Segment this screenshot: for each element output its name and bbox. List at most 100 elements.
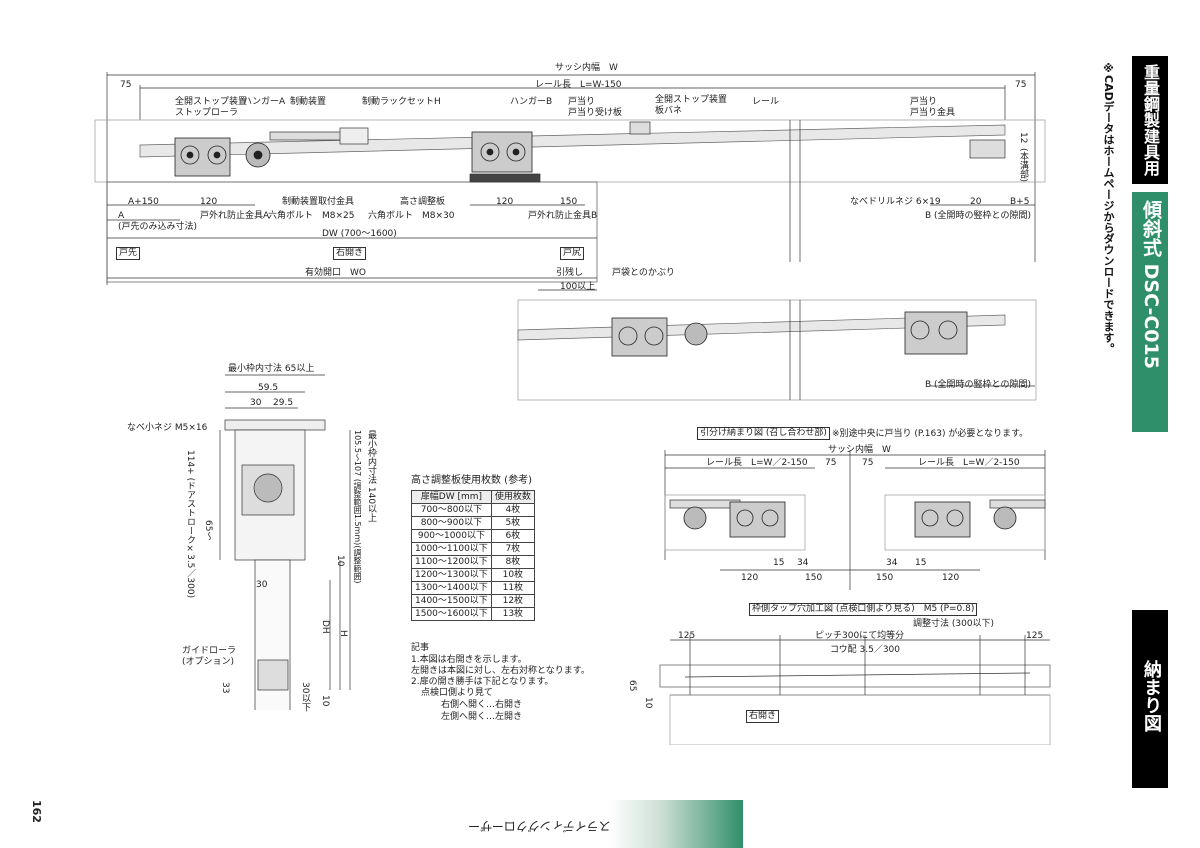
cell: 12枚 (490, 594, 535, 608)
tap-drawing (659, 635, 1051, 745)
label-right-open: 右開き (333, 247, 367, 260)
split-15-a: 15 (773, 558, 785, 568)
dim-30-b: 30 (256, 580, 268, 590)
split-34-a: 34 (797, 558, 809, 568)
split-note: ※別途中央に戸当り (P.163) が必要となります。 (832, 429, 1029, 439)
dim-75-right: 75 (1015, 80, 1027, 90)
dim-b5: B+5 (1010, 197, 1030, 207)
dim-12: 12 (1018, 132, 1028, 144)
label-guide-roller: ガイドローラ (182, 646, 237, 656)
split-rail-left: レール長 L=W／2-150 (706, 458, 808, 468)
label-b-gap-2: B (全開時の竪枠との隙間) (925, 380, 1031, 390)
label-pull-margin: 引残し (556, 268, 584, 278)
footer-gradient (610, 800, 743, 848)
notes-heading: 記事 (411, 643, 430, 653)
label-stop-device-a: 全開ストップ装置 (175, 97, 248, 107)
category-tab: 重量鋼製建具用 (1132, 56, 1168, 184)
label-guide-option: (オプション) (182, 657, 235, 667)
tap-title: 枠側タップ穴加工図 (点検口側より見る) M5 (P=0.8) (749, 603, 978, 616)
note-line: 2.扉の開き勝手は下記となります。 (411, 677, 554, 687)
hanger-b (471, 131, 533, 173)
cell: 8枚 (490, 555, 535, 569)
label-door-stop-fitting: 戸当り金具 (910, 108, 956, 118)
label-brake-mount: 制動装置取付金具 (282, 197, 355, 207)
dim-12-note: (本溝部) (1018, 148, 1028, 183)
cell: 7枚 (490, 542, 535, 556)
label-height-plate: 高さ調整板 (400, 197, 446, 207)
section-label: 納まり図 (1141, 660, 1162, 732)
label-stop-device-b: 全開ストップ装置 (655, 95, 728, 105)
dim-150: 150 (560, 197, 578, 207)
product-label: 傾斜式 DSC-C015 (1140, 200, 1162, 369)
cell: 1000～1100以下 (411, 542, 492, 556)
cell: 900～1000以下 (411, 529, 492, 543)
label-plate-spring: 板バネ (655, 106, 683, 116)
label-rail: レール (752, 97, 780, 107)
label-hanger-a: ハンガーA (243, 97, 286, 107)
note-line: 左開きは本図に対し、左右対称となります。 (411, 666, 590, 676)
label-effective-opening: 有効開口 WO (305, 268, 366, 278)
split-rail-right: レール長 L=W／2-150 (918, 458, 1020, 468)
tap-pitch: ピッチ300にて均等分 (815, 631, 905, 641)
cell: 800～900以下 (411, 516, 492, 530)
section-view-drawing (219, 374, 351, 710)
label-anti-drop-b: 戸外れ防止金具B (528, 211, 598, 221)
dim-h: H (338, 630, 348, 637)
label-door-stop-right: 戸当り (910, 97, 938, 107)
dim-30-c: 30以下 (300, 682, 310, 712)
split-150-a: 150 (805, 573, 823, 583)
tap-125-b: 125 (1026, 631, 1044, 641)
cell: 700～800以下 (411, 503, 492, 517)
category-label: 重量鋼製建具用 (1141, 64, 1160, 176)
cell: 6枚 (490, 529, 535, 543)
label-b-gap: B (全開時の竪枠との隙間) (925, 211, 1031, 221)
dim-59-5: 59.5 (258, 383, 279, 393)
dim-65: 65～ (203, 520, 213, 541)
label-stopper-roller: ストップローラ (175, 108, 239, 118)
split-150-b: 150 (876, 573, 894, 583)
cell: 1300～1400以下 (411, 581, 492, 595)
dim-adjust: 105.5～107 (調整範囲1.5mm)(調整範囲) (353, 430, 362, 584)
split-34-b: 34 (886, 558, 898, 568)
split-15-b: 15 (915, 558, 927, 568)
plate-table-header-width: 扉幅DW [mm] (411, 490, 492, 504)
dim-120-a: 120 (200, 197, 218, 207)
min-frame-65: 最小枠内寸法 65以上 (228, 364, 315, 374)
cell: 1400～1500以下 (411, 594, 492, 608)
label-anti-drop-a: 戸外れ防止金具A (200, 211, 270, 221)
split-75-b: 75 (862, 458, 874, 468)
product-tab: 傾斜式 DSC-C015 (1132, 192, 1168, 432)
dim-10-a: 10 (335, 555, 345, 567)
brake-gear (245, 142, 271, 168)
dim-20: 20 (970, 197, 982, 207)
cad-download-note: ※CADデータはホームページからダウンロードできます。 (1102, 62, 1115, 354)
label-brake-rack: 制動ラックセットH (362, 97, 441, 107)
dim-dh: DH (320, 620, 330, 634)
lower-hanger (611, 311, 968, 357)
tap-65: 65 (627, 680, 637, 692)
cell: 1500～1600以下 (411, 607, 492, 621)
label-hex-bolt-25: 六角ボルト M8×25 (268, 211, 355, 221)
note-line: 左側へ開く…左開き (441, 712, 523, 722)
dim-30: 30 (250, 398, 262, 408)
dim-stroke: 114+ (ドアストローク×3.5／300) (185, 450, 195, 599)
cell: 1100～1200以下 (411, 555, 492, 569)
dim-33: 33 (220, 682, 230, 694)
note-line: 点検口側より見て (421, 688, 493, 698)
label-hanger-b: ハンガーB (510, 97, 553, 107)
page-number: 162 (30, 800, 43, 823)
label-door-rear: 戸尻 (560, 247, 585, 260)
sash-width-label: サッシ内幅 W (555, 63, 618, 73)
tap-right-open: 右開き (746, 710, 780, 723)
cell: 5枚 (490, 516, 535, 530)
split-75-a: 75 (825, 458, 837, 468)
label-pan-screw: なべ小ネジ M5×16 (127, 423, 208, 433)
